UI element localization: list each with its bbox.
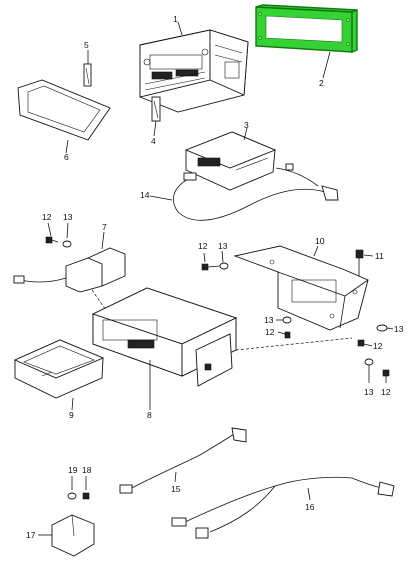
harness-part-16 (171, 476, 395, 539)
callout-3: 3 (244, 120, 249, 130)
callout-18: 18 (82, 465, 92, 475)
screws-washers-right (201, 250, 394, 383)
callout-5: 5 (84, 40, 89, 50)
module-part-17 (38, 514, 95, 557)
radio-unit (139, 21, 249, 113)
trim-bezel (17, 79, 111, 154)
cable-part-14 (149, 163, 339, 221)
callout-15: 15 (171, 484, 181, 494)
screw-washer-left (45, 222, 72, 248)
callout-9: 9 (69, 410, 74, 420)
callout-14: 14 (140, 190, 150, 200)
callout-12-bottom: 12 (381, 387, 391, 397)
callout-17: 17 (26, 530, 36, 540)
callout-13-low: 13 (264, 315, 274, 325)
callout-7: 7 (102, 222, 107, 232)
callout-13-right: 13 (394, 324, 404, 334)
callout-labels: 1 2 3 4 5 6 7 8 9 10 11 12 12 12 12 12 1… (26, 14, 404, 540)
callout-13-mid: 13 (218, 241, 228, 251)
nut-washer-18-19 (67, 476, 90, 500)
callout-12-right: 12 (373, 341, 383, 351)
callout-13-left: 13 (63, 212, 73, 222)
callout-16: 16 (305, 502, 315, 512)
cd-magazine (13, 339, 105, 411)
callout-12-left: 12 (42, 212, 52, 222)
callout-1: 1 (173, 14, 178, 24)
callout-19: 19 (68, 465, 78, 475)
bolt-part-11 (355, 249, 374, 276)
cd-changer (91, 287, 238, 410)
callout-13-bottom: 13 (364, 387, 374, 397)
callout-12-low: 12 (265, 327, 275, 337)
callout-6: 6 (64, 152, 69, 162)
callout-11: 11 (375, 251, 384, 261)
callout-10: 10 (315, 236, 325, 246)
amplifier-module (184, 127, 277, 191)
mounting-bracket (233, 245, 369, 351)
callout-2: 2 (319, 78, 324, 88)
clip-part-5 (83, 50, 92, 87)
callout-12-mid: 12 (198, 241, 208, 251)
callout-8: 8 (147, 410, 152, 420)
bracket-part-4 (151, 96, 161, 137)
callout-4: 4 (151, 136, 156, 146)
mounting-frame-highlighted (255, 4, 358, 79)
cable-part-15 (119, 427, 247, 494)
